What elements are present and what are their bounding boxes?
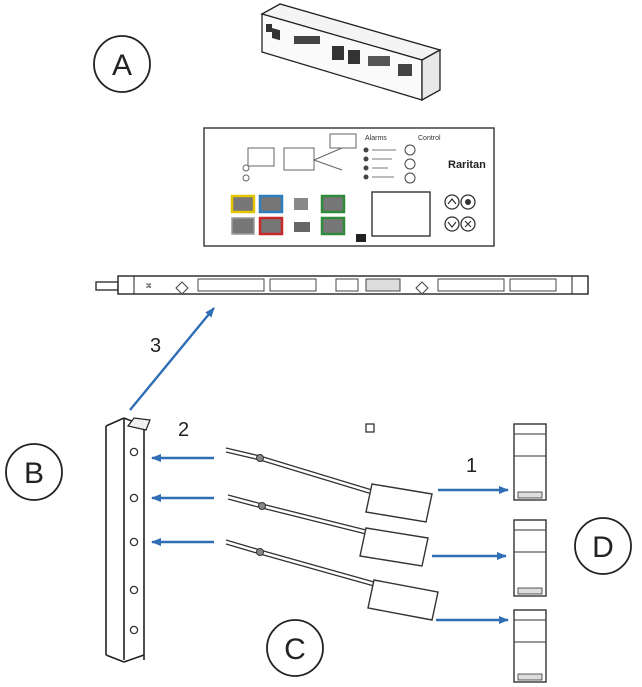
port-yellow	[230, 194, 256, 214]
small-square-marker	[365, 423, 375, 433]
callout-c-label: C	[284, 633, 306, 666]
lcd-display	[371, 191, 431, 237]
callout-b-label: B	[24, 457, 44, 490]
pdu-controller-panel: Alarms Control Raritan	[203, 127, 495, 247]
svg-text:⌘: ⌘	[146, 282, 151, 292]
callout-a-label: A	[112, 49, 132, 82]
step-3-label: 3	[150, 335, 161, 357]
server-bottom	[513, 609, 547, 683]
callout-d: D	[574, 517, 632, 575]
server-top	[513, 423, 547, 501]
pdu-isometric-view	[260, 3, 442, 102]
step-1-label: 1	[466, 455, 477, 477]
brand-logo: Raritan	[448, 159, 486, 171]
callout-d-label: D	[592, 531, 614, 564]
step-2-label: 2	[178, 419, 189, 441]
vertical-pdu	[105, 417, 151, 687]
alarm-heading: Alarms	[365, 135, 387, 142]
power-cord-2	[227, 494, 429, 567]
callout-b: B	[5, 443, 63, 501]
control-heading: Control	[418, 135, 441, 142]
port-green	[320, 194, 346, 214]
power-cord-1	[225, 447, 433, 523]
port-blue	[258, 194, 284, 214]
power-cord-3	[225, 539, 439, 621]
pdu-outlet-strip: ⌘	[95, 275, 589, 295]
callout-c: C	[266, 619, 324, 677]
port-red	[258, 216, 284, 236]
server-middle	[513, 519, 547, 597]
callout-a: A	[93, 35, 151, 93]
step-3-arrow	[129, 307, 215, 411]
